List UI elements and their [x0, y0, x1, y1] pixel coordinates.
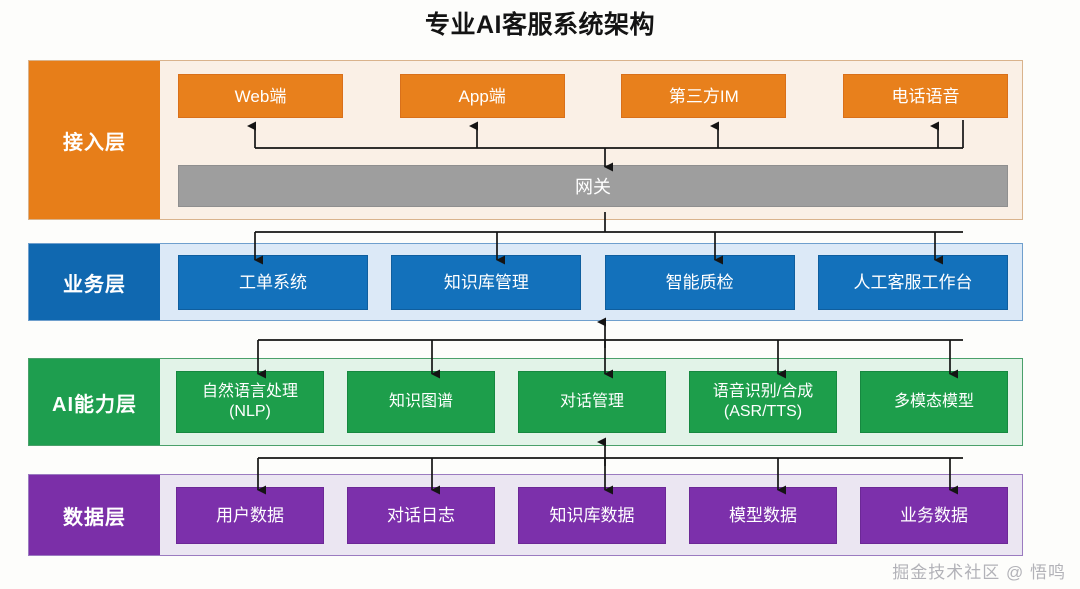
layer-business-label: 业务层 [29, 244, 160, 320]
layer-data: 数据层 用户数据 对话日志 知识库数据 模型数据 业务数据 [28, 474, 1023, 556]
layer-data-body: 用户数据 对话日志 知识库数据 模型数据 业务数据 [160, 475, 1022, 555]
node-user-data[interactable]: 用户数据 [176, 486, 324, 544]
node-dialogue-logs[interactable]: 对话日志 [347, 486, 495, 544]
node-knowledge-base-management[interactable]: 知识库管理 [391, 254, 582, 310]
layer-business-body: 工单系统 知识库管理 智能质检 人工客服工作台 [160, 244, 1022, 320]
node-gateway[interactable]: 网关 [178, 165, 1008, 207]
node-knowledge-base-data[interactable]: 知识库数据 [518, 486, 666, 544]
node-app-client[interactable]: App端 [399, 74, 565, 118]
layer-ai-capability-label: AI能力层 [29, 359, 160, 445]
layer-ai-capability: AI能力层 自然语言处理 (NLP) 知识图谱 对话管理 语音识别/合成 (AS… [28, 358, 1023, 446]
node-model-data[interactable]: 模型数据 [689, 486, 837, 544]
watermark: 掘金技术社区 @ 悟鸣 [892, 563, 1066, 582]
node-agent-workbench[interactable]: 人工客服工作台 [817, 254, 1008, 310]
node-intelligent-quality-check[interactable]: 智能质检 [604, 254, 795, 310]
layer-access: 接入层 Web端 App端 第三方IM 电话语音 网关 [28, 60, 1023, 220]
node-business-data[interactable]: 业务数据 [860, 486, 1008, 544]
page-title: 专业AI客服系统架构 [424, 11, 655, 39]
layer-data-label: 数据层 [29, 475, 160, 555]
node-knowledge-graph[interactable]: 知识图谱 [347, 371, 495, 433]
layer-access-label: 接入层 [29, 61, 160, 219]
node-ticket-system[interactable]: 工单系统 [178, 254, 368, 310]
access-client-row: Web端 App端 第三方IM 电话语音 [178, 74, 1008, 118]
layer-business: 业务层 工单系统 知识库管理 智能质检 人工客服工作台 [28, 243, 1023, 321]
node-web-client[interactable]: Web端 [178, 74, 343, 118]
node-multimodal-model[interactable]: 多模态模型 [860, 371, 1008, 433]
layer-ai-capability-body: 自然语言处理 (NLP) 知识图谱 对话管理 语音识别/合成 (ASR/TTS)… [160, 359, 1022, 445]
layer-access-body: Web端 App端 第三方IM 电话语音 网关 [160, 61, 1022, 219]
node-thirdparty-im[interactable]: 第三方IM [621, 74, 787, 118]
node-asr-tts[interactable]: 语音识别/合成 (ASR/TTS) [689, 371, 837, 433]
node-nlp[interactable]: 自然语言处理 (NLP) [176, 371, 324, 433]
node-phone-voice[interactable]: 电话语音 [842, 74, 1008, 118]
node-dialogue-management[interactable]: 对话管理 [518, 371, 666, 433]
